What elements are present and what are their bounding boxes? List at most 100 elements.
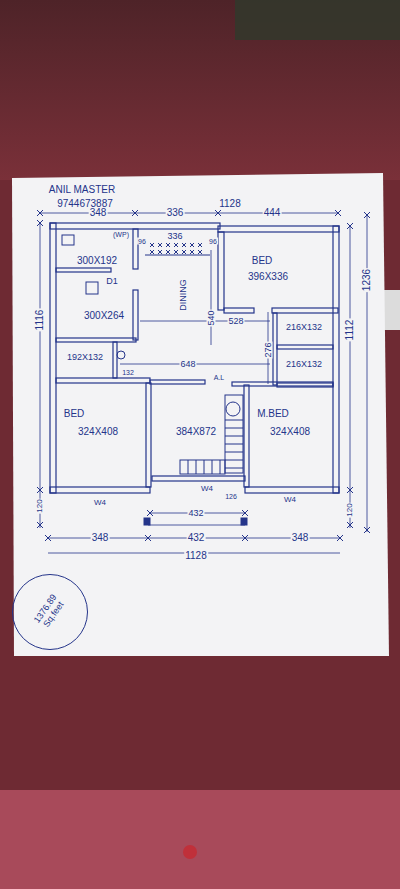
wall <box>150 380 205 384</box>
dimension-label: 324X408 <box>77 427 119 437</box>
dimension-line <box>367 215 368 532</box>
dimension-label: 336 <box>166 232 183 241</box>
wall <box>146 383 151 487</box>
dimension-label: 192X132 <box>66 353 104 362</box>
stair-step <box>225 428 243 429</box>
dimension-label: W4 <box>200 485 214 493</box>
dimension-line <box>148 525 245 526</box>
tick-mark <box>335 210 341 216</box>
dimension-label: 96 <box>208 238 218 245</box>
tick-mark <box>37 210 43 216</box>
counter-hatch <box>174 250 178 254</box>
stair-step <box>225 452 243 453</box>
wall <box>277 345 333 349</box>
dimension-label: 126 <box>224 493 238 500</box>
wash-basin <box>117 351 125 359</box>
tick-mark <box>37 522 43 528</box>
dimension-label: 384X872 <box>175 427 217 437</box>
dimension-label: 300X264 <box>83 311 125 321</box>
counter-hatch <box>182 243 186 247</box>
wall <box>244 385 249 487</box>
tick-mark <box>215 210 221 216</box>
wall <box>273 313 277 385</box>
stair-step <box>225 468 243 469</box>
counter-hatch <box>182 250 186 254</box>
dimension-label: A.L <box>213 374 226 381</box>
dimension-label: 216X132 <box>285 323 323 332</box>
dimension-label: BED <box>251 256 274 266</box>
counter-hatch <box>198 243 202 247</box>
dimension-label: W4 <box>93 499 107 507</box>
dimension-label: (WP) <box>112 231 130 238</box>
dimension-label: 1128 <box>218 199 242 209</box>
wall <box>152 476 245 481</box>
dimension-line <box>211 250 212 345</box>
dimension-label: 528 <box>227 317 244 326</box>
tick-mark <box>347 223 353 229</box>
tick-mark <box>364 212 370 218</box>
wall <box>224 308 254 313</box>
dimension-label: 120 <box>36 498 44 513</box>
stair-step <box>220 460 221 474</box>
post <box>241 518 247 525</box>
dimension-label: 348 <box>89 208 108 218</box>
stair-step <box>212 460 213 474</box>
hob <box>86 282 98 294</box>
tick-mark <box>37 487 43 493</box>
counter-hatch <box>190 243 194 247</box>
counter-hatch <box>150 250 154 254</box>
tick-mark <box>347 487 353 493</box>
dimension-line <box>140 321 270 322</box>
wall <box>272 308 338 313</box>
wall <box>56 378 150 383</box>
counter-hatch <box>174 243 178 247</box>
wall <box>218 232 224 310</box>
dimension-label: 540 <box>207 309 216 326</box>
dimension-label: W4 <box>283 496 297 504</box>
dimension-label: ANIL MASTER <box>48 185 116 195</box>
dimension-label: 132 <box>121 369 135 376</box>
steps <box>180 460 225 474</box>
counter-hatch <box>166 250 170 254</box>
tick-mark <box>45 535 51 541</box>
dimension-label: D1 <box>105 277 119 286</box>
dimension-line <box>40 213 338 214</box>
area-circle: 1376.89 Sq.feet <box>12 574 89 651</box>
dimension-label: M.BED <box>256 409 290 419</box>
wall <box>50 487 150 493</box>
dimension-label: 276 <box>264 341 273 358</box>
dimension-label: 1112 <box>345 319 355 342</box>
tick-mark <box>337 535 343 541</box>
counter-hatch <box>190 250 194 254</box>
dimension-label: 1128 <box>184 551 208 561</box>
dimension-label: DINING <box>179 278 188 312</box>
counter-hatch <box>198 250 202 254</box>
counter-hatch <box>150 243 154 247</box>
dimension-label: 120 <box>346 502 354 517</box>
wall <box>133 229 138 269</box>
tick-mark <box>147 510 153 516</box>
dimension-label: 96 <box>137 238 147 245</box>
post <box>144 518 150 525</box>
dimension-label: 444 <box>263 208 282 218</box>
counter-hatch <box>158 250 162 254</box>
wall <box>56 338 136 342</box>
sink <box>62 235 74 245</box>
wall <box>113 342 117 378</box>
wall <box>50 223 56 493</box>
tick-mark <box>242 535 248 541</box>
stair-step <box>188 460 189 474</box>
wall <box>218 226 339 232</box>
plan-lines <box>37 210 370 553</box>
paper-sheet <box>12 173 389 656</box>
stair-step <box>204 460 205 474</box>
wall <box>245 487 339 493</box>
stair-post <box>226 402 240 416</box>
dimension-label: 216X132 <box>285 360 323 369</box>
dimension-label: 336 <box>166 208 185 218</box>
dimension-label: 648 <box>179 360 196 369</box>
stair-step <box>225 420 243 421</box>
